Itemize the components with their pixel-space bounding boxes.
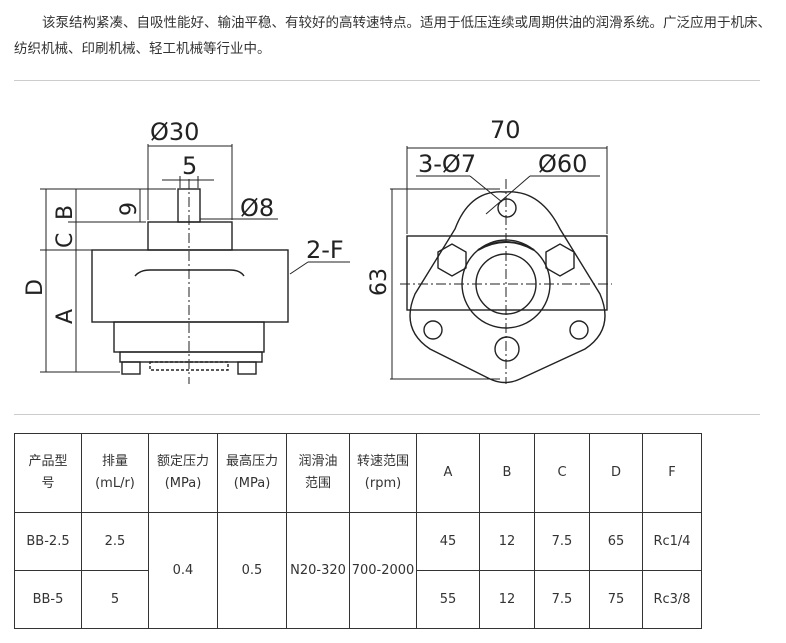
dim-70: 70 xyxy=(490,116,521,144)
cell-model: BB-2.5 xyxy=(14,512,82,571)
dim-phi30: Ø30 xyxy=(150,118,199,146)
dim-5: 5 xyxy=(182,152,197,180)
cell-b: 12 xyxy=(479,570,535,629)
front-view xyxy=(390,146,612,384)
intro-text: 该泵结构紧凑、自吸性能好、输油平稳、有较好的高转速特点。适用于低压连续或周期供油… xyxy=(14,10,774,62)
cell-displacement: 5 xyxy=(81,570,149,629)
cell-d: 65 xyxy=(589,512,643,571)
side-view xyxy=(40,144,350,384)
th-rated-pressure: 额定压力(MPa) xyxy=(148,433,218,513)
cell-c: 7.5 xyxy=(534,570,590,629)
cell-rated-pressure: 0.4 xyxy=(148,512,218,629)
th-oil-range: 润滑油范围 xyxy=(286,433,350,513)
cell-b: 12 xyxy=(479,512,535,571)
table-row: BB-5 5 55 12 7.5 75 Rc3/8 xyxy=(14,570,702,629)
technical-drawing: Ø30 5 Ø8 2-F 70 3-Ø7 Ø60 9 B C D A 63 xyxy=(23,116,612,384)
dim-phi60: Ø60 xyxy=(538,150,587,178)
th-displacement: 排量(mL/r) xyxy=(81,433,149,513)
th-speed-range: 转速范围(rpm) xyxy=(349,433,417,513)
spec-table: 产品型号 排量(mL/r) 额定压力(MPa) 最高压力(MPa) 润滑油范围 … xyxy=(14,433,702,629)
dim-b: B xyxy=(53,205,78,220)
cell-d: 75 xyxy=(589,570,643,629)
cell-speed-range: 700-2000 xyxy=(349,512,417,629)
dim-9: 9 xyxy=(117,202,142,216)
dim-3phi7: 3-Ø7 xyxy=(418,150,476,178)
cell-f: Rc3/8 xyxy=(642,570,702,629)
dim-phi8: Ø8 xyxy=(240,194,274,222)
th-a: A xyxy=(416,433,480,513)
th-b: B xyxy=(479,433,535,513)
th-c: C xyxy=(534,433,590,513)
table-row: BB-2.5 2.5 0.4 0.5 N20-320 700-2000 45 1… xyxy=(14,512,702,629)
intro-paragraph: 该泵结构紧凑、自吸性能好、输油平稳、有较好的高转速特点。适用于低压连续或周期供油… xyxy=(14,15,771,57)
divider-top xyxy=(14,80,760,81)
th-d: D xyxy=(589,433,643,513)
divider-bottom xyxy=(14,414,760,415)
dim-d: D xyxy=(23,279,48,296)
th-model: 产品型号 xyxy=(14,433,82,513)
cell-c: 7.5 xyxy=(534,512,590,571)
dim-a: A xyxy=(53,309,78,324)
cell-model: BB-5 xyxy=(14,570,82,629)
th-max-pressure: 最高压力(MPa) xyxy=(217,433,287,513)
cell-f: Rc1/4 xyxy=(642,512,702,571)
table-header-row: 产品型号 排量(mL/r) 额定压力(MPa) 最高压力(MPa) 润滑油范围 … xyxy=(14,433,702,513)
dim-63: 63 xyxy=(367,268,392,296)
cell-a: 45 xyxy=(416,512,480,571)
cell-a: 55 xyxy=(416,570,480,629)
cell-displacement: 2.5 xyxy=(81,512,149,571)
th-f: F xyxy=(642,433,702,513)
cell-max-pressure: 0.5 xyxy=(217,512,287,629)
cell-oil-range: N20-320 xyxy=(286,512,350,629)
dim-c: C xyxy=(53,233,78,248)
dim-2f: 2-F xyxy=(306,236,344,264)
